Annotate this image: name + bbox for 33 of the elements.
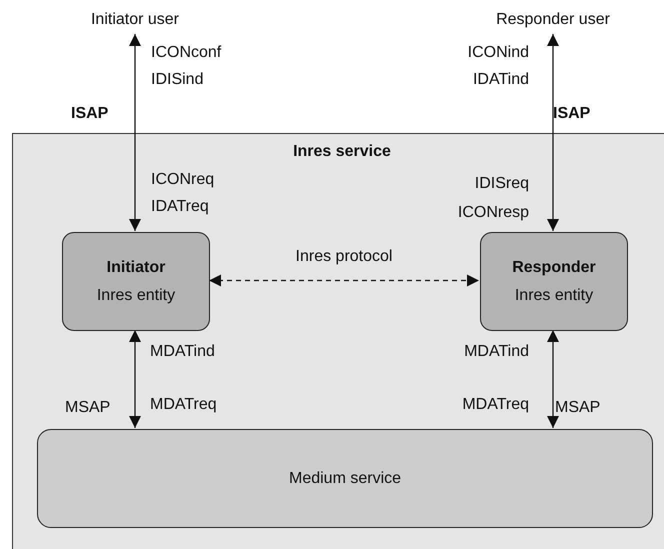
primitive-label: MDATreq (150, 395, 217, 415)
entity-title: Responder (512, 258, 596, 278)
arrow (129, 34, 141, 231)
entity-box (480, 232, 628, 331)
primitive-label: IDISreq (474, 174, 529, 194)
dashed-arrow (209, 274, 479, 286)
primitive-label: MDATind (150, 342, 215, 362)
node-text: Responder user (496, 10, 610, 30)
primitive-label: ICONresp (458, 203, 529, 223)
entity-box (62, 232, 210, 331)
primitive-label: ICONconf (151, 43, 222, 63)
node-text: Inres entity (96, 286, 176, 306)
primitive-label: IDATreq (151, 197, 209, 217)
panel-heading: Inres service (292, 142, 392, 162)
primitive-label: MDATind (464, 342, 529, 362)
access-point-label: ISAP (553, 104, 590, 124)
primitive-label: MSAP (555, 398, 600, 418)
primitive-label: IDISind (151, 70, 204, 90)
node-text: Medium service (288, 468, 402, 488)
entity-title: Initiator (106, 258, 166, 278)
primitive-label: MSAP (65, 398, 110, 418)
access-point-label: ISAP (71, 104, 108, 124)
node-text: Inres entity (514, 286, 594, 306)
service-panel (12, 133, 664, 549)
service-box (37, 429, 653, 528)
primitive-label: ICONind (468, 43, 529, 63)
primitive-label: IDATind (472, 70, 529, 90)
primitive-label: MDATreq (462, 395, 529, 415)
primitive-label: ICONreq (151, 170, 214, 190)
arrow (129, 330, 141, 428)
arrow (547, 330, 559, 428)
node-text: Initiator user (90, 10, 180, 30)
arrow (547, 34, 559, 231)
